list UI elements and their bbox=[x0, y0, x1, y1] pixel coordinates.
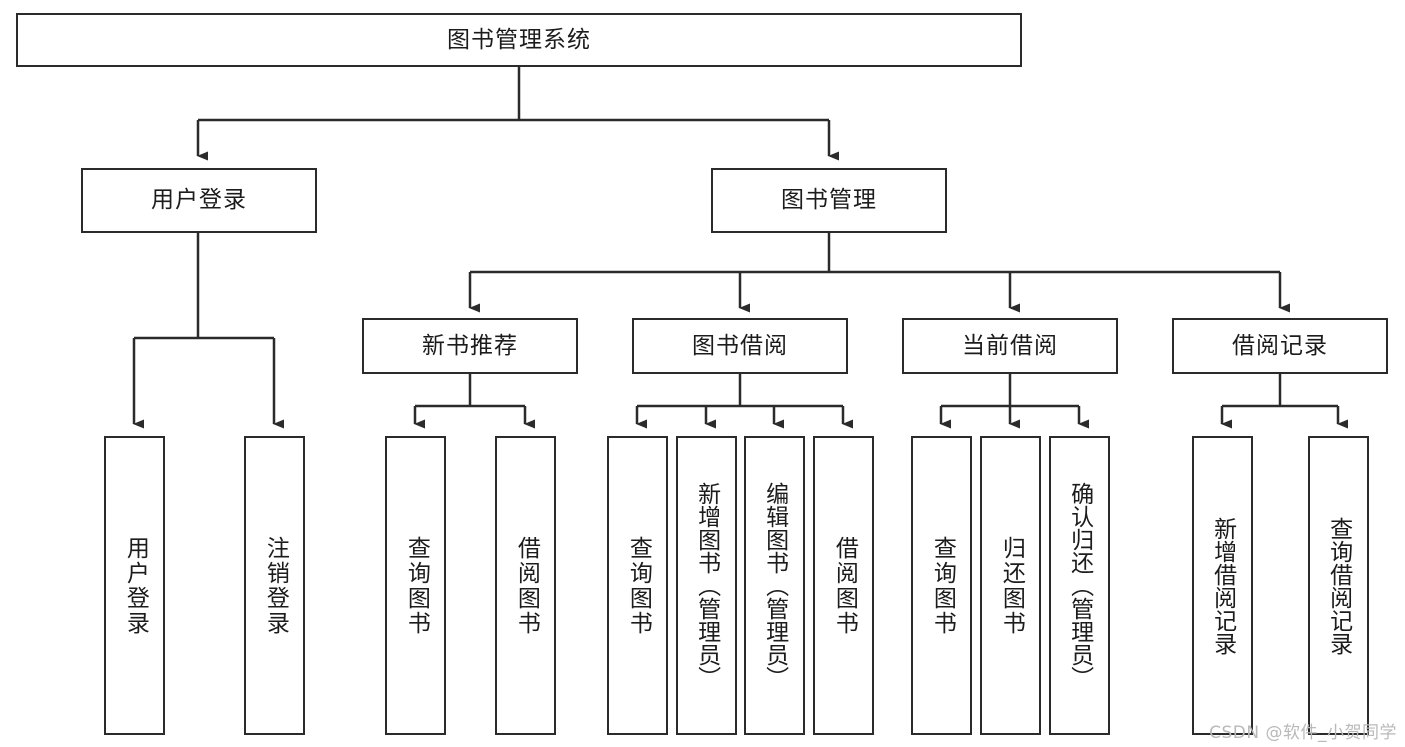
node-leaf-add-book-label: 新增图书（管理员） bbox=[693, 482, 720, 689]
node-leaf-confirm-return[interactable]: 确认归还（管理员） bbox=[1049, 436, 1110, 735]
node-root-label: 图书管理系统 bbox=[447, 26, 591, 53]
edges-bookborrow-to-leaves bbox=[635, 374, 853, 429]
node-leaf-edit-book-label: 编辑图书（管理员） bbox=[761, 482, 788, 689]
node-leaf-return-book-label: 归还图书 bbox=[998, 535, 1025, 636]
node-leaf-add-record-label: 新增借阅记录 bbox=[1209, 516, 1236, 655]
node-user-login[interactable]: 用户登录 bbox=[81, 168, 317, 233]
node-book-manage[interactable]: 图书管理 bbox=[711, 168, 947, 233]
node-leaf-query-book-3-label: 查询图书 bbox=[929, 535, 956, 636]
edges-root-to-level1 bbox=[196, 67, 839, 161]
node-root[interactable]: 图书管理系统 bbox=[16, 13, 1022, 67]
node-book-borrow[interactable]: 图书借阅 bbox=[632, 318, 848, 374]
edges-bookmanage-to-level2 bbox=[468, 233, 1290, 313]
node-leaf-query-book-1[interactable]: 查询图书 bbox=[385, 436, 446, 735]
node-leaf-query-book-1-label: 查询图书 bbox=[403, 535, 430, 636]
node-leaf-logout-login[interactable]: 注销登录 bbox=[244, 436, 305, 735]
edges-newbook-to-leaves bbox=[413, 374, 535, 429]
node-new-book-rec-label: 新书推荐 bbox=[422, 332, 518, 359]
node-leaf-query-book-2[interactable]: 查询图书 bbox=[607, 436, 668, 735]
node-leaf-borrow-book-1[interactable]: 借阅图书 bbox=[495, 436, 556, 735]
edges-userlogin-to-leaves bbox=[132, 233, 284, 429]
node-current-borrow[interactable]: 当前借阅 bbox=[902, 318, 1118, 374]
node-leaf-borrow-book-2[interactable]: 借阅图书 bbox=[813, 436, 874, 735]
edges-borrowrecord-to-leaves bbox=[1220, 374, 1348, 429]
node-leaf-borrow-book-1-label: 借阅图书 bbox=[513, 535, 540, 636]
node-leaf-query-book-2-label: 查询图书 bbox=[625, 535, 652, 636]
node-leaf-borrow-book-2-label: 借阅图书 bbox=[831, 535, 858, 636]
node-leaf-add-book[interactable]: 新增图书（管理员） bbox=[676, 436, 737, 735]
node-borrow-record-label: 借阅记录 bbox=[1232, 332, 1328, 359]
node-new-book-rec[interactable]: 新书推荐 bbox=[362, 318, 578, 374]
node-leaf-user-login-label: 用户登录 bbox=[122, 535, 149, 636]
node-leaf-query-book-3[interactable]: 查询图书 bbox=[911, 436, 972, 735]
node-book-manage-label: 图书管理 bbox=[781, 187, 877, 213]
node-leaf-logout-login-label: 注销登录 bbox=[262, 535, 289, 636]
node-leaf-query-record[interactable]: 查询借阅记录 bbox=[1308, 436, 1369, 735]
node-user-login-label: 用户登录 bbox=[151, 187, 247, 213]
node-book-borrow-label: 图书借阅 bbox=[692, 332, 788, 359]
edges-currentborrow-to-leaves bbox=[939, 374, 1089, 429]
node-leaf-query-record-label: 查询借阅记录 bbox=[1325, 516, 1352, 655]
node-borrow-record[interactable]: 借阅记录 bbox=[1172, 318, 1388, 374]
node-current-borrow-label: 当前借阅 bbox=[962, 332, 1058, 359]
node-leaf-add-record[interactable]: 新增借阅记录 bbox=[1192, 436, 1253, 735]
node-leaf-confirm-return-label: 确认归还（管理员） bbox=[1066, 482, 1093, 689]
node-leaf-user-login[interactable]: 用户登录 bbox=[104, 436, 165, 735]
node-leaf-return-book[interactable]: 归还图书 bbox=[980, 436, 1041, 735]
node-leaf-edit-book[interactable]: 编辑图书（管理员） bbox=[744, 436, 805, 735]
